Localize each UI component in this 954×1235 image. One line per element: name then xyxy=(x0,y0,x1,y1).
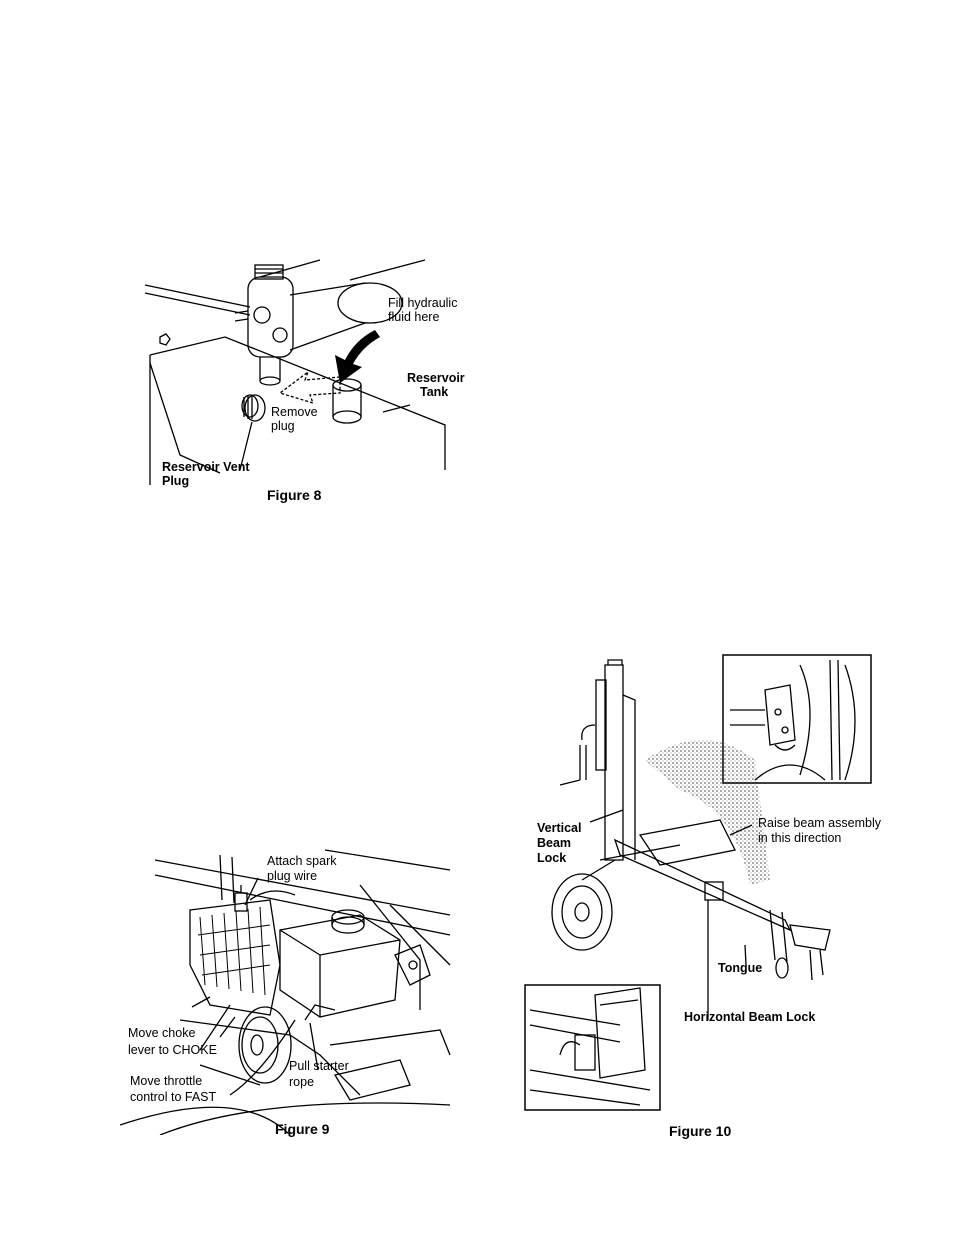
vent-plug-label-line2: Plug xyxy=(162,474,189,488)
spark-plug-label-line2: plug wire xyxy=(267,869,317,883)
figure-9: Attach spark plug wire Move choke lever … xyxy=(120,845,455,1135)
figure-8-caption: Figure 8 xyxy=(267,487,321,503)
reservoir-tank-label-line1: Reservoir xyxy=(407,371,465,385)
remove-plug-label-line1: Remove xyxy=(271,405,318,419)
throttle-label-line1: Move throttle xyxy=(130,1074,202,1088)
vertical-beam-lock-label-line2: Beam xyxy=(537,836,571,850)
vertical-beam-lock-label-line3: Lock xyxy=(537,851,566,865)
choke-label-line2: lever to CHOKE xyxy=(128,1043,217,1057)
fill-fluid-label-line1: Fill hydraulic xyxy=(388,296,457,310)
fill-fluid-label-line2: fluid here xyxy=(388,310,439,324)
vent-plug-label-line1: Reservoir Vent xyxy=(162,460,250,474)
starter-label-line2: rope xyxy=(289,1075,314,1089)
raise-beam-label-line2: in this direction xyxy=(758,831,841,845)
raise-beam-label-line1: Raise beam assembly xyxy=(758,816,881,830)
figure-9-caption: Figure 9 xyxy=(275,1121,329,1137)
reservoir-tank-label-line2: Tank xyxy=(420,385,448,399)
figure-10: Vertical Beam Lock Raise beam assembly i… xyxy=(520,650,880,1115)
starter-label-line1: Pull starter xyxy=(289,1059,349,1073)
figure-10-caption: Figure 10 xyxy=(669,1123,731,1139)
figure-8: Fill hydraulic fluid here Reservoir Tank… xyxy=(140,255,480,510)
vertical-beam-lock-label-line1: Vertical xyxy=(537,821,581,835)
spark-plug-label-line1: Attach spark xyxy=(267,854,336,868)
horizontal-beam-lock-label: Horizontal Beam Lock xyxy=(684,1010,815,1024)
tongue-label: Tongue xyxy=(718,961,762,975)
figure-10-illustration xyxy=(520,650,880,1115)
throttle-label-line2: control to FAST xyxy=(130,1090,216,1104)
choke-label-line1: Move choke xyxy=(128,1026,195,1040)
remove-plug-label-line2: plug xyxy=(271,419,295,433)
